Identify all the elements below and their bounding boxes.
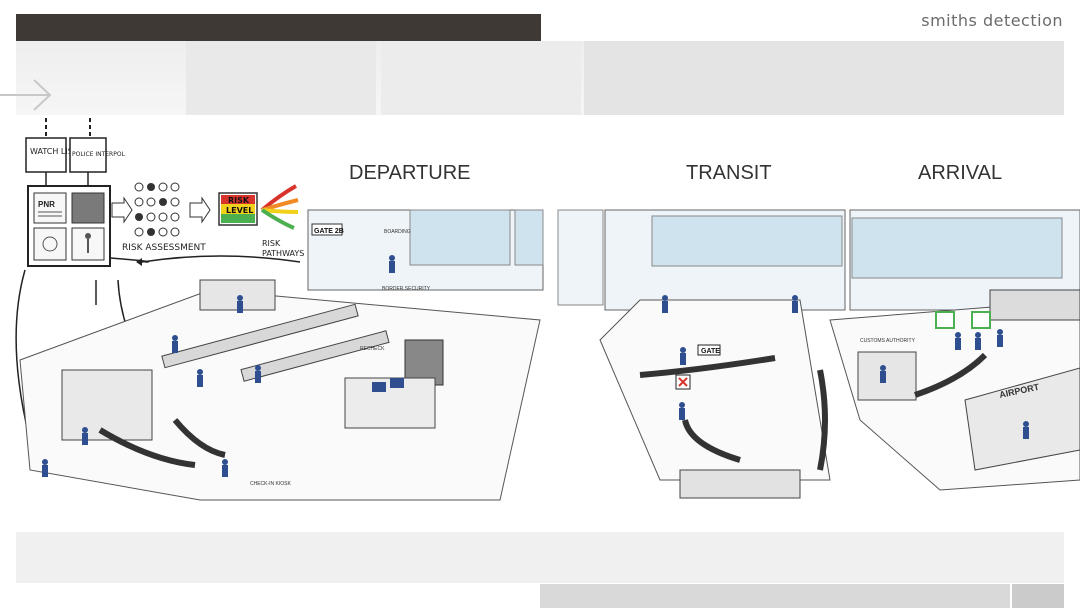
page-number-box (1012, 584, 1064, 608)
departure-terminal: GATE 2B BOARDING BORDER SECURITY RECHECK… (19, 209, 544, 501)
baggage-carousel (989, 289, 1080, 321)
check-in-kiosk-label: CHECK-IN KIOSK (250, 481, 292, 487)
banner-pane (584, 41, 1064, 115)
police-interpol-label: POLICE INTERPOL (72, 151, 126, 158)
customs-booth (857, 351, 917, 401)
gate-label: GATE (701, 348, 720, 355)
risk-assessment-dots (134, 182, 180, 237)
gate-2b-label: GATE 2B (314, 228, 344, 235)
banner-pane (186, 41, 376, 115)
watch-list-label: WATCH LIST (30, 147, 78, 156)
pnr-card (33, 192, 67, 224)
risk-pathways-arrows (260, 184, 299, 230)
banner-pane (381, 41, 581, 115)
check-in-area (61, 369, 153, 441)
risk-pathways-text-1: RISK (262, 239, 281, 248)
caption-band (16, 532, 1064, 583)
transit-terminal: GATE (557, 209, 846, 499)
section-title-transit: TRANSIT (686, 162, 772, 184)
gate-sign (697, 344, 721, 356)
section-title-arrival: ARRIVAL (918, 162, 1002, 184)
brand-logo: smiths detection (921, 11, 1063, 30)
border-security-label: BORDER SECURITY (382, 286, 431, 292)
risk-pathways-text-2: PATHWAYS (262, 249, 304, 258)
arrow-right-icon (0, 79, 52, 111)
gate-2b-sign (311, 223, 343, 236)
risk-level-text-1: RISK (228, 196, 250, 205)
airport-exit-building (964, 367, 1080, 471)
title-bar (16, 14, 541, 41)
biometric-card (33, 227, 67, 261)
risk-assessment-label: RISK ASSESSMENT (122, 243, 206, 253)
risk-level-text-2: LEVEL (226, 206, 253, 215)
id-check-icon (971, 311, 991, 329)
section-title-departure: DEPARTURE (349, 162, 471, 184)
footer-bar (540, 584, 1010, 608)
boarding-label: BOARDING (384, 229, 411, 235)
arrival-terminal: CUSTOMS AUTHORITY AIRPORT (829, 209, 1080, 491)
passport-card (71, 192, 105, 224)
recheck-label: RECHECK (360, 346, 385, 352)
baggage-conveyor (679, 469, 801, 499)
customs-authority-label: CUSTOMS AUTHORITY (860, 338, 916, 344)
pnr-label: PNR (38, 200, 55, 209)
biometric-scan-icon (935, 311, 955, 329)
header-banner-image (16, 41, 1064, 115)
